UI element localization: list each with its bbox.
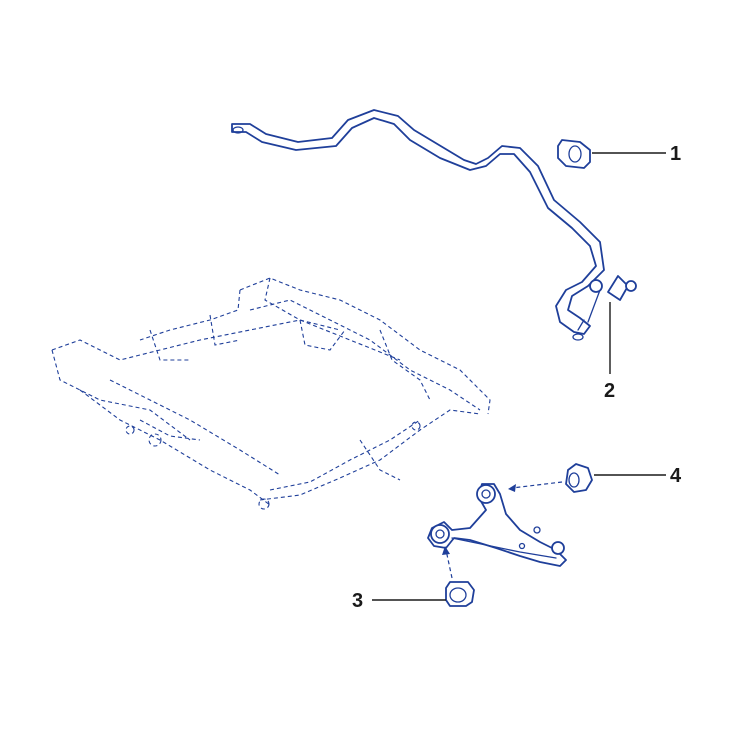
arrow-3	[445, 549, 453, 579]
arrow-4-head	[508, 484, 516, 492]
callout-3: 3	[352, 590, 446, 612]
callout-2: 2	[604, 302, 615, 402]
callout-label-2: 2	[604, 380, 615, 402]
callout-label-4: 4	[670, 465, 682, 487]
callout-1: 1	[592, 143, 681, 165]
stabilizer-bar	[231, 109, 605, 341]
stabilizer-link[interactable]	[577, 275, 637, 331]
stabilizer-bar-bushing[interactable]	[557, 139, 591, 169]
lower-control-arm	[427, 483, 567, 567]
callout-label-3: 3	[352, 590, 363, 612]
subframe	[51, 277, 491, 510]
callout-4: 4	[594, 465, 682, 487]
arrow-3-head	[442, 546, 450, 555]
control-arm-front-bushing[interactable]	[445, 581, 475, 607]
arrow-4	[511, 481, 563, 489]
control-arm-rear-bushing[interactable]	[565, 463, 593, 493]
callout-label-1: 1	[670, 143, 681, 165]
